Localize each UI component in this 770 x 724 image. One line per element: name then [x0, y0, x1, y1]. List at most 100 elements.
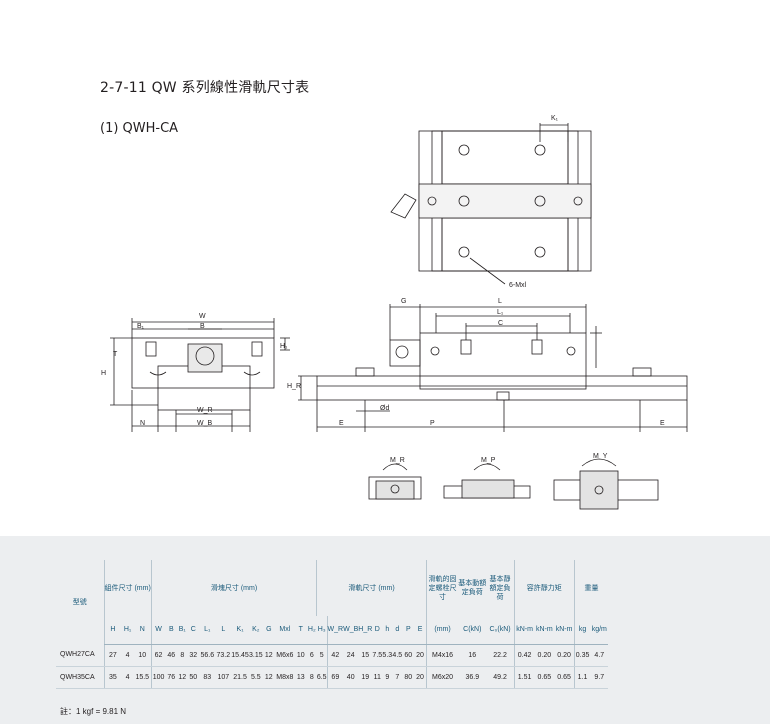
- value-cell: 40: [343, 666, 359, 689]
- label-t: T: [113, 351, 118, 358]
- section-subtitle: (1) QWH-CA: [100, 121, 179, 136]
- value-cell: 100: [150, 666, 166, 689]
- front-view-drawing: [110, 318, 290, 432]
- symbol-cell: L₁: [199, 616, 216, 645]
- label-mp: M_P: [481, 457, 496, 464]
- label-w: W: [199, 313, 206, 320]
- symbol-cell: W_R: [326, 616, 344, 645]
- value-cell: 12: [177, 666, 188, 689]
- value-cell: 1.1: [573, 666, 591, 689]
- value-cell: 24: [343, 644, 359, 667]
- moment-mr-icon: [368, 463, 422, 500]
- label-od: Ød: [380, 405, 389, 412]
- label-my: M_Y: [593, 453, 608, 460]
- value-cell: 19: [358, 666, 373, 689]
- label-e-left: E: [339, 420, 344, 427]
- value-cell: 83: [199, 666, 216, 689]
- value-cell: 9: [382, 666, 393, 689]
- top-view-drawing: [390, 123, 592, 285]
- value-cell: 20: [414, 644, 427, 667]
- unit-note: 註：1 kgf = 9.81 N: [60, 707, 127, 716]
- label-ws: W_R: [197, 407, 213, 414]
- symbol-cell: G: [262, 616, 275, 645]
- value-cell: 4.7: [590, 644, 609, 667]
- symbol-cell: kN-m: [513, 616, 535, 645]
- value-cell: 76: [165, 666, 178, 689]
- header-rail-bolt: 滑軌的固定螺栓尺寸: [425, 560, 459, 616]
- side-view-drawing: [298, 304, 688, 432]
- value-cell: 8: [306, 666, 317, 689]
- symbol-cell: h: [382, 616, 393, 645]
- value-cell: 12: [262, 666, 275, 689]
- label-mxl: 6-Mxl: [509, 282, 527, 289]
- symbol-cell: L: [215, 616, 232, 645]
- symbol-cell: kg/m: [590, 616, 609, 645]
- label-k1: K₁: [551, 115, 559, 122]
- label-h: H: [101, 370, 106, 377]
- value-cell: 16: [458, 644, 487, 667]
- value-cell: 0.35: [573, 644, 591, 667]
- value-cell: M4x16: [425, 644, 459, 667]
- value-cell: 80: [402, 666, 415, 689]
- value-cell: 4.5: [392, 644, 403, 667]
- value-cell: 35: [103, 666, 122, 689]
- value-cell: 3.15: [248, 644, 263, 667]
- value-cell: 15.45: [231, 644, 249, 667]
- symbol-cell: C(kN): [458, 616, 487, 645]
- symbol-cell: kg: [573, 616, 591, 645]
- symbol-cell: W: [150, 616, 166, 645]
- value-cell: 0.42: [513, 644, 535, 667]
- label-mr: M_R: [390, 457, 405, 464]
- model-cell: QWH35CA: [56, 666, 104, 689]
- value-cell: 10: [133, 644, 152, 667]
- value-cell: 20: [414, 666, 427, 689]
- value-cell: 8: [177, 644, 188, 667]
- value-cell: 42: [326, 644, 344, 667]
- moment-mp-icon: [443, 463, 531, 499]
- value-cell: 0.65: [554, 666, 575, 689]
- value-cell: 4: [121, 666, 134, 689]
- value-cell: 0.20: [534, 644, 555, 667]
- value-cell: 50: [187, 666, 200, 689]
- spec-table: 型號 組件尺寸 (mm) 滑塊尺寸 (mm) 滑軌尺寸 (mm) 滑軌的固定螺栓…: [56, 560, 609, 689]
- value-cell: 73.2: [215, 644, 232, 667]
- value-cell: 11: [372, 666, 383, 689]
- symbol-cell: Mxl: [274, 616, 295, 645]
- label-hr: H_R: [287, 383, 301, 390]
- symbol-cell: H₂: [306, 616, 317, 645]
- value-cell: 49.2: [486, 666, 515, 689]
- label-h1: H₁: [280, 343, 288, 350]
- symbol-cell: E: [414, 616, 427, 645]
- value-cell: 5.3: [382, 644, 393, 667]
- label-n: N: [140, 420, 145, 427]
- label-b1: B₁: [137, 323, 145, 330]
- moment-my-icon: [553, 458, 659, 510]
- header-assembly: 組件尺寸 (mm): [103, 560, 152, 616]
- value-cell: 10: [294, 644, 307, 667]
- label-e-right: E: [660, 420, 665, 427]
- symbol-cell: (mm): [425, 616, 459, 645]
- header-weight: 重量: [573, 560, 609, 616]
- value-cell: 6: [306, 644, 317, 667]
- page-title: 2-7-11 QW 系列線性滑軌尺寸表: [100, 80, 310, 96]
- value-cell: 4: [121, 644, 134, 667]
- value-cell: 21.5: [231, 666, 249, 689]
- value-cell: M8x8: [274, 666, 295, 689]
- value-cell: 7.5: [372, 644, 383, 667]
- value-cell: 5.5: [248, 666, 263, 689]
- symbol-cell: K₁: [231, 616, 249, 645]
- technical-drawings: K₁ 6-Mxl W B₁ B T H₁ H W_R W_B N G L L₁ …: [101, 115, 688, 510]
- symbol-cell: H: [103, 616, 122, 645]
- symbol-cell: C: [187, 616, 200, 645]
- symbol-cell: B₁: [177, 616, 188, 645]
- symbol-cell: B: [165, 616, 178, 645]
- value-cell: 32: [187, 644, 200, 667]
- value-cell: 56.6: [199, 644, 216, 667]
- label-l1: L₁: [497, 309, 504, 316]
- symbol-cell: N: [133, 616, 152, 645]
- symbol-cell: W_B: [343, 616, 359, 645]
- symbol-cell: H_R: [358, 616, 373, 645]
- model-cell: QWH27CA: [56, 644, 104, 667]
